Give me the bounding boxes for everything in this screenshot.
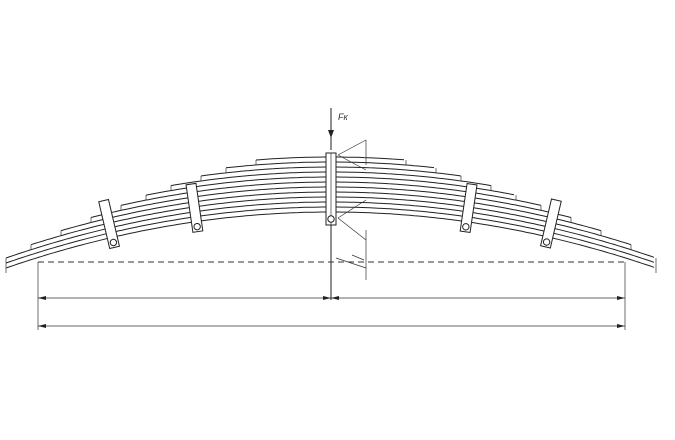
total-length-dimension xyxy=(38,324,625,328)
spring-clamp xyxy=(185,182,204,233)
spring-clamp xyxy=(98,198,121,250)
force-label: Fк xyxy=(338,112,348,122)
spring-clamp xyxy=(459,182,478,234)
spring-clamp xyxy=(539,198,562,249)
half-length-dimensions xyxy=(38,296,625,300)
force-arrow xyxy=(328,108,334,150)
extension-lines xyxy=(37,262,626,330)
center-bolt xyxy=(325,152,337,226)
spring-clamps xyxy=(98,182,562,250)
deflection-marks xyxy=(335,139,367,280)
